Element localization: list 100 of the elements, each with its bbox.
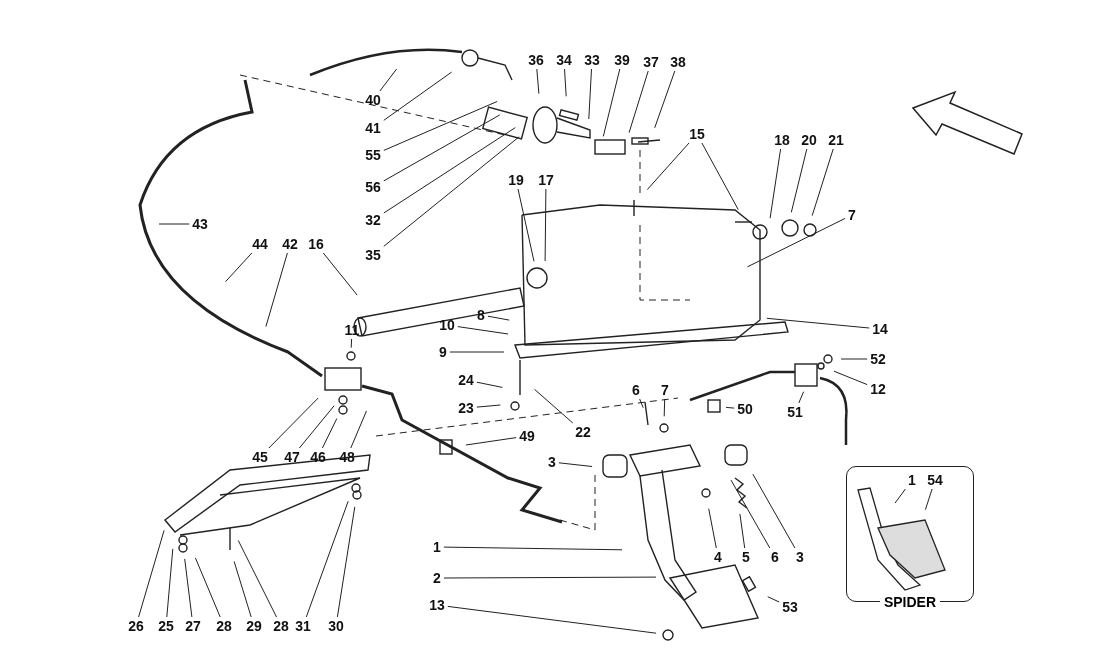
leader-line (166, 548, 174, 618)
callout-number: 36 (527, 52, 545, 68)
callout-number: 50 (736, 401, 754, 417)
leader-line (766, 317, 870, 329)
leader-line (924, 488, 933, 511)
callout-number: 16 (307, 236, 325, 252)
callout-number: 34 (555, 52, 573, 68)
leader-line (383, 127, 516, 214)
callout-number: 7 (660, 382, 670, 398)
callout-number: 29 (245, 618, 263, 634)
leader-line (517, 188, 535, 262)
leader-line (138, 529, 165, 618)
callout-number: 22 (574, 424, 592, 440)
callout-number: 5 (741, 549, 751, 565)
callout-number: 28 (215, 618, 233, 634)
callout-number: 35 (364, 247, 382, 263)
leader-line (443, 546, 623, 551)
callout-number: 26 (127, 618, 145, 634)
leader-line (487, 315, 510, 321)
callout-number: 42 (281, 236, 299, 252)
leader-line (350, 338, 353, 349)
callout-number: 20 (800, 132, 818, 148)
leader-line (534, 388, 574, 424)
leader-line (321, 418, 338, 449)
callout-number: 15 (688, 126, 706, 142)
callout-number: 56 (364, 179, 382, 195)
leader-line (383, 71, 453, 121)
leader-line (663, 398, 666, 417)
leader-line (536, 68, 540, 95)
leader-line (305, 500, 349, 618)
leader-line (379, 68, 398, 92)
callout-number: 19 (507, 172, 525, 188)
callout-number: 30 (327, 618, 345, 634)
leader-line (336, 506, 356, 618)
callout-number: 12 (869, 381, 887, 397)
callout-number: 3 (795, 549, 805, 565)
leader-line (476, 381, 503, 388)
leader-line (798, 391, 805, 404)
leader-line (268, 397, 319, 449)
leader-line (701, 142, 739, 211)
leader-line (654, 70, 676, 129)
callout-number: 45 (251, 449, 269, 465)
callout-number: 47 (283, 449, 301, 465)
inset-title: SPIDER (879, 594, 941, 610)
leader-line (350, 410, 367, 449)
callout-number: 32 (364, 212, 382, 228)
callout-number: 27 (184, 618, 202, 634)
callout-number: 24 (457, 372, 475, 388)
leader-line (639, 398, 644, 409)
leader-line (233, 560, 252, 618)
callout-number: 43 (191, 216, 209, 232)
leader-line (225, 252, 253, 283)
leader-line (628, 70, 649, 134)
callout-number: 33 (583, 52, 601, 68)
callout-number: 52 (869, 351, 887, 367)
callout-number: 9 (438, 344, 448, 360)
leader-line (564, 68, 567, 97)
leader-line (194, 557, 221, 618)
leader-line (298, 405, 335, 449)
leader-line (730, 479, 771, 549)
leader-line (158, 223, 190, 225)
leader-line (840, 358, 868, 360)
leader-line (646, 142, 690, 191)
callout-number: 2 (432, 570, 442, 586)
callout-number: 55 (364, 147, 382, 163)
callout-number: 4 (713, 549, 723, 565)
callout-number: 54 (926, 472, 944, 488)
leader-line (457, 326, 509, 335)
leader-line (465, 437, 517, 446)
leader-line (544, 188, 547, 262)
callout-number: 1 (907, 472, 917, 488)
leader-line (265, 252, 288, 328)
leader-line (739, 513, 746, 549)
leader-line (602, 68, 621, 137)
callout-number: 39 (613, 52, 631, 68)
leader-line (476, 404, 501, 408)
leader-line (708, 508, 717, 549)
callout-number: 51 (786, 404, 804, 420)
leader-line (447, 605, 657, 634)
leader-line (383, 101, 498, 151)
leader-line (558, 462, 593, 467)
leader-line (588, 68, 592, 120)
leader-line (237, 540, 277, 618)
callout-number: 6 (770, 549, 780, 565)
leader-line (833, 370, 868, 386)
callout-number: 28 (272, 618, 290, 634)
callout-number: 37 (642, 54, 660, 70)
callout-number: 38 (669, 54, 687, 70)
leader-line (894, 488, 906, 504)
leader-line (790, 148, 808, 213)
leader-line (449, 351, 505, 353)
callout-number: 41 (364, 120, 382, 136)
leader-line (725, 406, 735, 409)
callout-number: 31 (294, 618, 312, 634)
leader-line (383, 136, 520, 247)
callout-number: 49 (518, 428, 536, 444)
leader-line (383, 114, 501, 182)
leader-line (322, 252, 358, 296)
callout-number: 6 (631, 382, 641, 398)
callout-number: 10 (438, 317, 456, 333)
